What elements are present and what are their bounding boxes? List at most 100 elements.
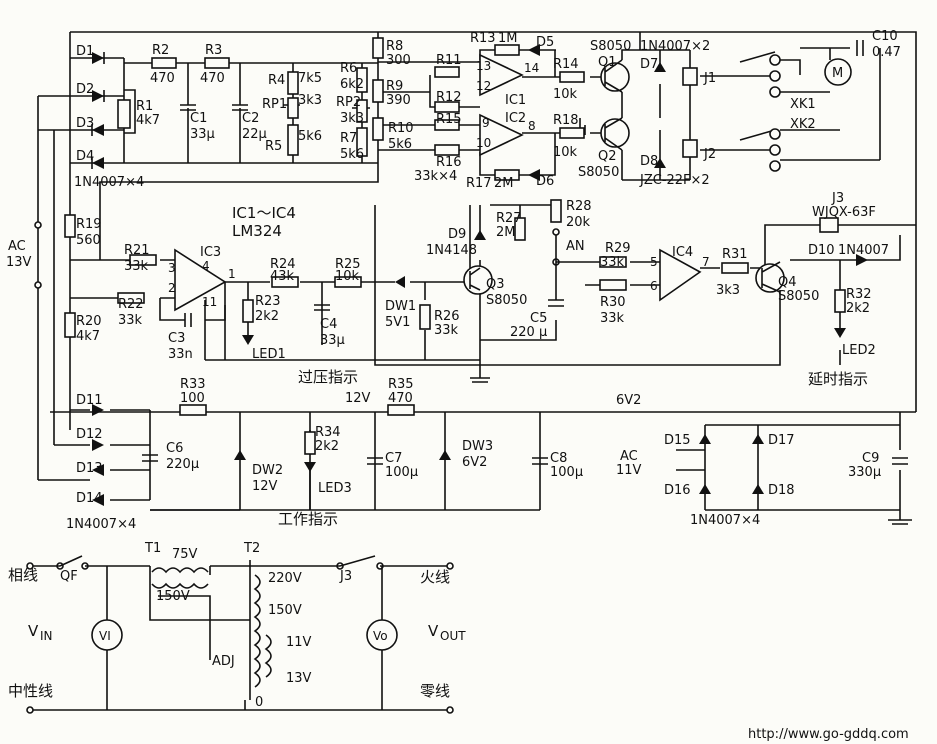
label-live: 火线 (420, 568, 450, 586)
label-c7-value: 100μ (385, 465, 418, 480)
label-r29-value: 33k (600, 255, 625, 270)
label-r27-value: 2M (496, 225, 516, 240)
label-r8: R8 (386, 39, 403, 54)
terminal-ac13-a (34, 221, 42, 229)
label-r7: R7 (340, 131, 357, 146)
label-r13: R13 (470, 31, 496, 46)
label-r11: R11 (436, 53, 462, 68)
transistor-q3 (463, 265, 493, 295)
label-c5: C5 (530, 311, 547, 326)
label-q1: Q1 (598, 55, 617, 70)
label-r1-value: 4k7 (136, 113, 160, 128)
label-rp1: RP1 (262, 97, 287, 112)
label-r20: R20 (76, 314, 102, 329)
label-r32-value: 2k2 (846, 301, 870, 316)
label-d10: D10 (808, 243, 835, 258)
label-ac-11: AC (620, 449, 638, 464)
label-t2: T2 (243, 541, 260, 556)
diode-d12 (92, 439, 104, 451)
resistor-rp2 (356, 99, 368, 123)
diode-d6 (528, 169, 540, 181)
diode-d10 (856, 254, 868, 266)
terminal-phase (26, 562, 34, 570)
label-r32: R32 (846, 287, 872, 302)
label-rp1-value: 3k3 (298, 93, 322, 108)
labels: D1 D2 D3 D4 1N4007×4 R1 4k7 R2 470 R3 47… (6, 29, 909, 742)
label-d3: D3 (76, 116, 94, 131)
label-vo: Vo (373, 629, 388, 643)
label-neutral: 中性线 (8, 682, 53, 700)
label-c4: C4 (320, 317, 337, 332)
label-r9: R9 (386, 79, 403, 94)
capacitor-c7 (367, 457, 383, 465)
label-c1-value: 33μ (190, 127, 215, 142)
label-work: 工作指示 (278, 510, 338, 528)
opamp-ic3 (174, 248, 227, 312)
pin-2: 2 (168, 281, 176, 295)
label-c8-value: 100μ (550, 465, 583, 480)
label-c9-value: 330μ (848, 465, 881, 480)
resistor-r19 (64, 214, 76, 238)
label-c6: C6 (166, 441, 183, 456)
label-d18: D18 (768, 483, 795, 498)
label-xk2: XK2 (790, 117, 816, 132)
pin-5: 5 (650, 255, 658, 269)
label-over-voltage: 过压指示 (298, 368, 358, 386)
label-r19-value: 560 (76, 233, 101, 248)
label-r10-value: 5k6 (388, 137, 412, 152)
resistor-r24 (271, 276, 299, 288)
label-d14: D14 (76, 491, 103, 506)
label-d15-18-type: 1N4007×4 (690, 513, 760, 528)
label-r19: R19 (76, 217, 102, 232)
label-c3-value: 33n (168, 347, 193, 362)
resistor-r31 (721, 262, 749, 274)
label-r2: R2 (152, 43, 169, 58)
capacitor-c2 (232, 104, 248, 111)
led1 (242, 335, 254, 345)
label-ic2: IC2 (505, 111, 526, 126)
label-d13: D13 (76, 461, 103, 476)
label-r22-value: 33k (118, 313, 143, 328)
label-r29: R29 (605, 241, 631, 256)
label-led3: LED3 (318, 481, 352, 496)
diode-d4 (91, 157, 104, 169)
label-vi: VI (99, 629, 111, 643)
label-t2-220v: 220V (268, 571, 302, 586)
label-r2-value: 470 (150, 71, 175, 86)
label-r9-value: 390 (386, 93, 411, 108)
label-ic-range: IC1～IC4 (232, 204, 296, 222)
label-c5-value: 220 μ (510, 325, 547, 340)
label-dw1: DW1 (385, 299, 416, 314)
label-led2: LED2 (842, 343, 876, 358)
label-r34-value: 2k2 (315, 439, 339, 454)
label-dw1-value: 5V1 (385, 315, 410, 330)
label-r21: R21 (124, 243, 150, 258)
meter-vi (91, 619, 123, 651)
diode-d7 (654, 62, 666, 72)
label-r14-value: 10k (553, 87, 578, 102)
label-d5: D5 (536, 35, 554, 50)
pin-13: 13 (476, 59, 491, 73)
label-d1: D1 (76, 44, 94, 59)
label-d11: D11 (76, 393, 103, 408)
label-d12: D12 (76, 427, 103, 442)
label-t1-75v: 75V (172, 547, 198, 562)
label-c1: C1 (190, 111, 207, 126)
resistor-r7 (356, 127, 368, 157)
label-motor: M (832, 66, 843, 81)
capacitor-c6 (142, 454, 158, 462)
relay-contacts (769, 54, 781, 172)
label-r18-value: 10k (553, 145, 578, 160)
label-t1-150v: 150V (156, 589, 190, 604)
diode-d1 (92, 52, 105, 64)
label-r16: R16 (436, 155, 462, 170)
resistor-r22 (117, 292, 145, 304)
resistor-r14 (559, 71, 585, 83)
label-r4: R4 (268, 73, 285, 88)
zener-dw3 (439, 450, 451, 460)
resistor-r18 (559, 127, 585, 139)
label-r18: R18 (553, 113, 579, 128)
label-r3-value: 470 (200, 71, 225, 86)
resistor-r30 (599, 279, 627, 291)
